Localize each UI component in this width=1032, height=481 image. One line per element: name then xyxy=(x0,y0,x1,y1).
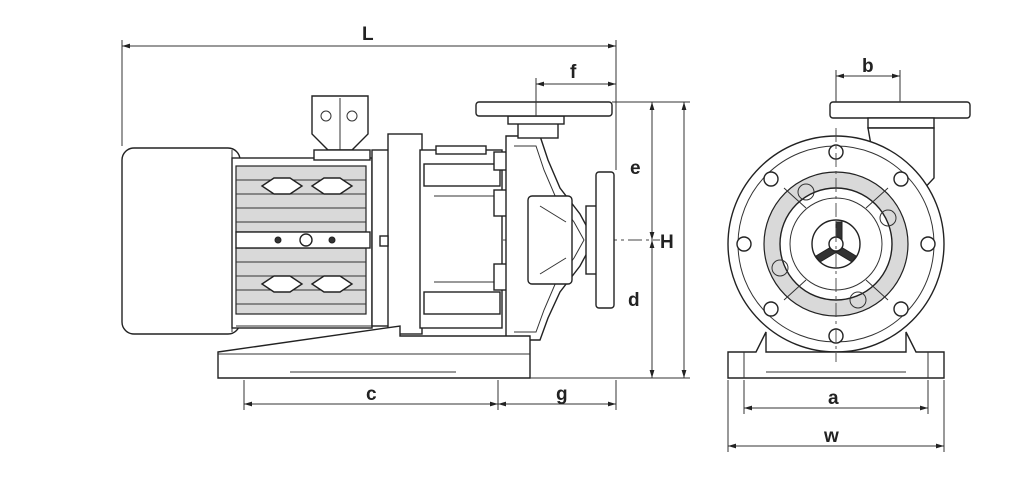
motor-fan-cover xyxy=(121,147,241,335)
motor-flange xyxy=(371,133,423,335)
side-view: L f e d H c g xyxy=(121,24,690,410)
pump-casing xyxy=(505,135,599,341)
base-plate xyxy=(217,325,531,379)
dim-a-label: a xyxy=(828,388,839,409)
pump-bracket xyxy=(419,145,509,329)
dim-L-label: L xyxy=(362,24,374,45)
dim-b-label: b xyxy=(862,56,874,77)
dim-w-label: w xyxy=(823,426,839,447)
dim-c-label: c xyxy=(366,384,377,405)
front-view: b a w xyxy=(727,56,971,452)
suction-flange xyxy=(595,171,615,309)
front-casing xyxy=(727,135,945,353)
discharge-flange xyxy=(475,101,613,139)
dim-g-label: g xyxy=(556,384,568,405)
motor-body xyxy=(231,157,373,329)
dim-H-label: H xyxy=(660,232,674,253)
dim-e-label: e xyxy=(630,158,641,179)
dim-f-label: f xyxy=(570,62,577,83)
terminal-box xyxy=(311,95,371,161)
dim-d-label: d xyxy=(628,290,640,311)
